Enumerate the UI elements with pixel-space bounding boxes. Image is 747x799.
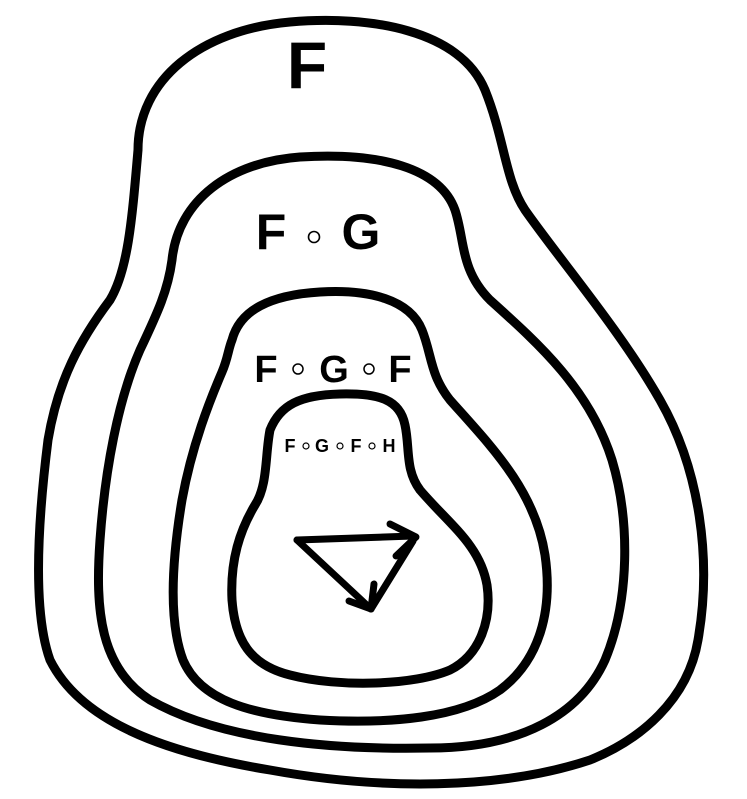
region-outer-boundary [33,15,709,789]
term-inner-3: H [383,436,396,456]
term-inner-0: F [285,436,296,456]
label-second: F G [256,204,381,260]
term-second-0: F [256,204,287,260]
label-inner: F G F H [285,436,396,456]
compose-operator-icon [302,442,310,450]
region-third-boundary [168,287,552,726]
label-outer: F [287,28,327,102]
term-third-2: F [388,349,411,391]
term-second-1: G [342,204,381,260]
compose-operator-icon [336,442,344,450]
term-outer-0: F [287,28,327,102]
term-third-0: F [254,349,277,391]
compose-operator-icon [368,442,376,450]
term-inner-2: F [351,436,362,456]
compose-operator-icon [363,363,375,375]
region-inner-boundary [227,389,493,688]
compose-operator-icon [292,363,304,375]
triangle-arrow-icon [293,520,420,613]
compose-operator-icon [307,230,321,244]
term-third-1: G [319,349,349,391]
region-second-boundary [94,151,630,753]
term-inner-1: G [315,436,329,456]
label-third: F G F [254,349,411,391]
